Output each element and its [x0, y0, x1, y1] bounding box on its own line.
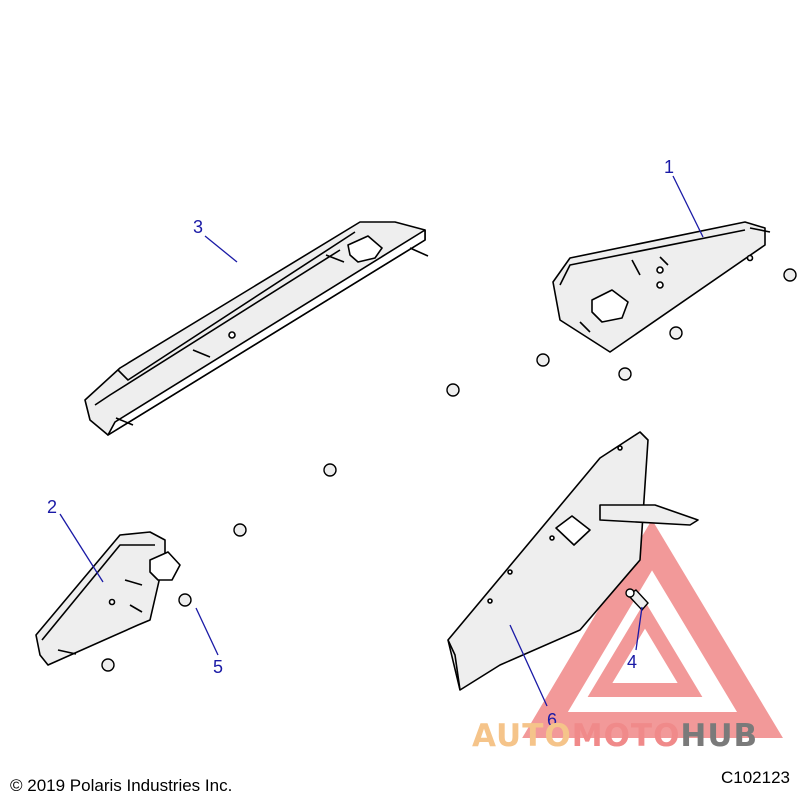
nut: [233, 523, 247, 537]
callout-1: 1: [664, 157, 674, 177]
part-2-light: [35, 531, 181, 666]
nut: [178, 593, 192, 607]
brand-moto: MOTO: [571, 718, 681, 754]
callout-3: 3: [193, 217, 203, 237]
nut: [101, 658, 115, 672]
figure-code: C102123: [720, 768, 790, 787]
watermark-logo: [522, 519, 783, 738]
part-4-bolt: [625, 588, 649, 612]
leader-lines: [59, 175, 704, 707]
callout-6: 6: [547, 710, 557, 730]
nut: [783, 268, 797, 282]
nut: [323, 463, 337, 477]
nut: [446, 383, 460, 397]
part-6-bracket: [447, 431, 699, 691]
callout-2: 2: [47, 497, 57, 517]
watermark-brand: AUTOMOTOHUB: [472, 718, 758, 754]
nut: [618, 367, 632, 381]
callout-5: 5: [213, 657, 223, 677]
nut: [536, 353, 550, 367]
brand-auto: AUTO: [472, 718, 572, 754]
part-1-tail-light: [552, 221, 771, 353]
part-3-tail-light: [84, 221, 429, 436]
brand-hub: HUB: [680, 718, 759, 754]
callout-4: 4: [627, 652, 637, 672]
nut: [669, 326, 683, 340]
nut-hardware: [101, 268, 797, 672]
copyright-text: © 2019 Polaris Industries Inc.: [10, 776, 233, 795]
